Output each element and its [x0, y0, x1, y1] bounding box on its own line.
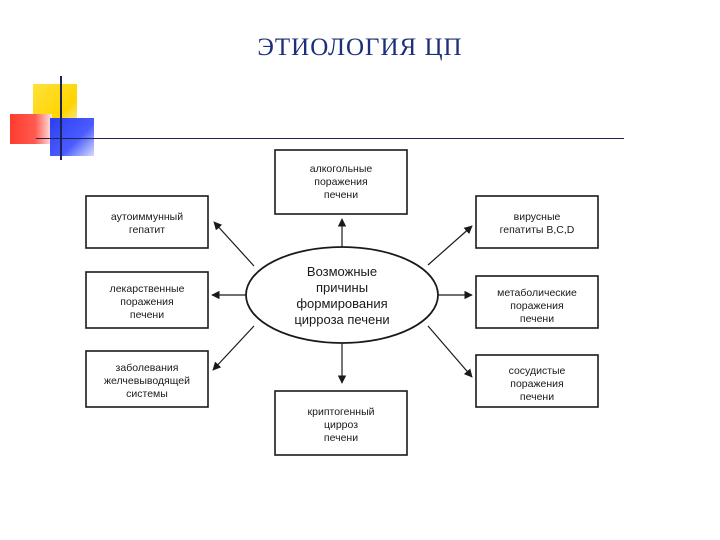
box-viral: вирусные гепатиты B,C,D — [476, 196, 598, 248]
box-metabolic: метаболические поражения печени — [476, 276, 598, 328]
center-line-4: цирроза печени — [294, 312, 389, 327]
center-ellipse-group: Возможные причины формирования цирроза п… — [246, 247, 438, 343]
box-metabolic-line-2: поражения — [510, 300, 563, 312]
box-autoimmune-line-1: аутоиммунный — [111, 211, 183, 223]
arrow-to-right-bottom — [428, 326, 472, 377]
box-drug-induced: лекарственные поражения печени — [86, 272, 208, 328]
box-alcoholic-line-1: алкогольные — [310, 163, 373, 175]
box-viral-line-2: гепатиты B,C,D — [500, 224, 575, 236]
center-ellipse — [246, 247, 438, 343]
center-line-2: причины — [316, 280, 368, 295]
box-alcoholic: алкогольные поражения печени — [275, 150, 407, 214]
box-metabolic-line-3: печени — [520, 313, 554, 325]
center-line-1: Возможные — [307, 264, 377, 279]
arrow-to-right-top — [428, 226, 472, 265]
box-alcoholic-line-2: поражения — [314, 176, 367, 188]
box-vascular: сосудистые поражения печени — [476, 355, 598, 407]
box-biliary-line-3: системы — [126, 388, 168, 400]
box-biliary: заболевания желчевыводящей системы — [86, 351, 208, 407]
box-cryptogenic-line-3: печени — [324, 432, 358, 444]
box-alcoholic-line-3: печени — [324, 189, 358, 201]
box-biliary-line-2: желчевыводящей — [104, 375, 190, 387]
box-cryptogenic-line-2: цирроз — [324, 419, 358, 431]
box-vascular-line-3: печени — [520, 391, 554, 403]
arrow-to-left-top — [214, 222, 254, 266]
box-cryptogenic-line-1: криптогенный — [308, 406, 375, 418]
box-drug-induced-line-3: печени — [130, 309, 164, 321]
box-metabolic-line-1: метаболические — [497, 287, 577, 299]
box-cryptogenic: криптогенный цирроз печени — [275, 391, 407, 455]
center-line-3: формирования — [296, 296, 387, 311]
box-drug-induced-line-2: поражения — [120, 296, 173, 308]
box-biliary-line-1: заболевания — [116, 362, 179, 374]
box-autoimmune-line-2: гепатит — [129, 224, 165, 236]
box-vascular-line-2: поражения — [510, 378, 563, 390]
arrow-to-left-bottom — [213, 326, 254, 370]
box-drug-induced-line-1: лекарственные — [110, 283, 185, 295]
box-viral-line-1: вирусные — [514, 211, 561, 223]
box-vascular-line-1: сосудистые — [509, 365, 566, 377]
box-autoimmune: аутоиммунный гепатит — [86, 196, 208, 248]
